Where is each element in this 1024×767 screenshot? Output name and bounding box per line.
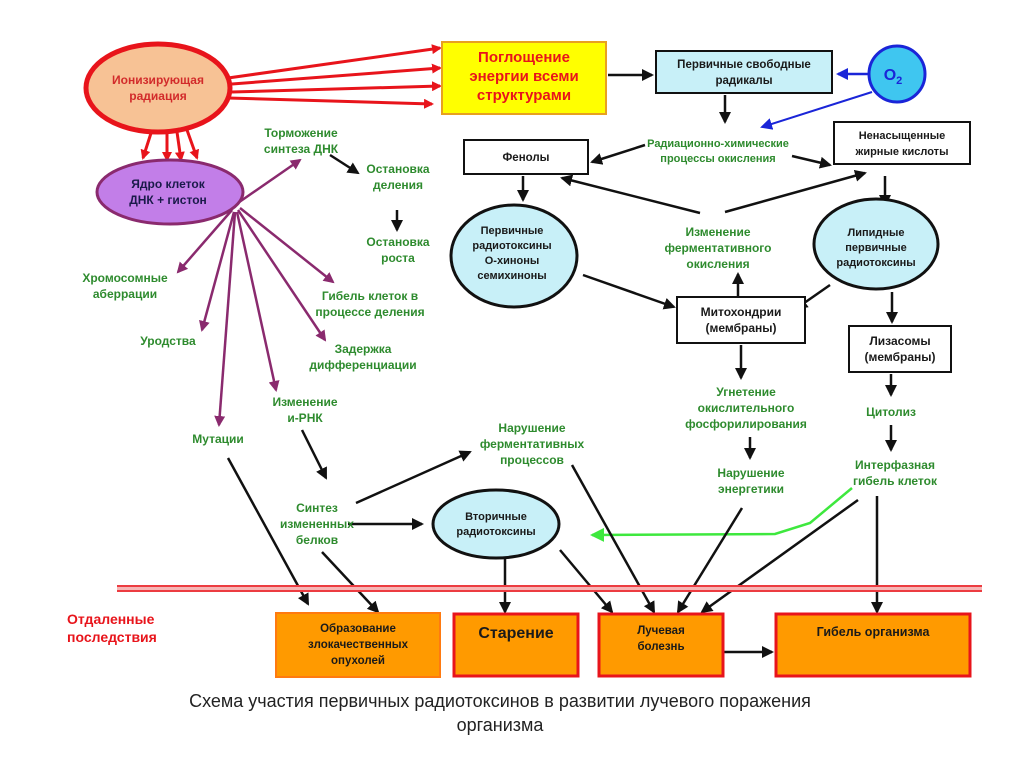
node-phenols — [463, 139, 589, 175]
arrow-radiation-to-nucleus-1 — [140, 129, 154, 160]
arrow-enzymatic-to-fatty-acids — [724, 169, 867, 214]
arrow-radiation-to-nucleus-3 — [174, 131, 185, 162]
arrow-enzymatic-to-phenols — [560, 174, 701, 215]
arrow-secondary-to-sickness — [559, 549, 614, 614]
arrow-nucleus-to-differentiation — [236, 209, 327, 342]
label-organism-death: Гибель организма — [817, 625, 931, 639]
node-radiation-sickness — [597, 612, 725, 678]
node-absorption — [441, 41, 607, 115]
arrow-radiation-to-absorption-2 — [231, 63, 442, 86]
arrow-interphase-to-secondary — [590, 487, 853, 542]
arrow-radiation-to-nucleus-4 — [185, 129, 200, 160]
arrow-nucleus-to-dna-inhibition — [234, 158, 302, 207]
arrow-oxidation-to-phenols — [590, 143, 646, 165]
arrow-energy-to-sickness — [676, 507, 744, 614]
diagram-caption: Схема участия первичных радиотоксинов в … — [189, 691, 811, 735]
node-organism-death — [774, 612, 972, 678]
node-aging — [452, 612, 580, 678]
arrow-nucleus-to-deformities — [199, 211, 236, 332]
label-oxygen: O2 — [884, 67, 903, 87]
arrow-mrna-to-synthesis — [300, 429, 328, 480]
connectors — [140, 44, 898, 658]
arrow-nucleus-to-cell-death — [239, 207, 335, 284]
node-primary-radiotoxins — [449, 203, 579, 309]
arrow-dna-to-division-stop — [329, 153, 360, 175]
arrow-mutations-to-tumors — [226, 457, 310, 606]
separator-line — [117, 585, 982, 592]
arrow-nucleus-to-chromosome — [176, 209, 233, 274]
node-unsaturated-fatty-acids — [833, 121, 971, 165]
node-cell-nucleus — [95, 158, 245, 226]
arrow-nucleus-to-mutations — [214, 211, 237, 427]
node-primary-radicals — [655, 50, 833, 94]
node-malignant-tumors — [275, 612, 441, 678]
node-lipid-radiotoxins — [812, 197, 940, 291]
arrow-oxidation-to-fatty-acids — [791, 154, 832, 169]
arrow-nucleus-to-mrna — [235, 211, 280, 392]
arrow-quinones-to-mitochondria — [582, 273, 676, 310]
arrow-radiation-to-absorption-1 — [227, 44, 442, 80]
arrow-radiation-to-absorption-4 — [227, 96, 434, 109]
node-secondary-radiotoxins — [431, 488, 561, 560]
node-ionizing-radiation — [83, 41, 233, 135]
node-oxygen — [867, 44, 927, 104]
arrow-interphase-to-sickness — [700, 498, 859, 614]
label-mutations: Мутации — [192, 432, 244, 446]
arrow-radiation-to-absorption-3 — [231, 81, 442, 94]
label-phenols: Фенолы — [502, 152, 549, 164]
node-mitochondria — [676, 296, 806, 344]
label-cytolysis: Цитолиз — [866, 405, 916, 419]
arrow-synthesis-to-tumors — [321, 551, 380, 614]
arrow-synthesis-to-enzymatic-disruption — [355, 450, 472, 505]
label-mitochondria: Митохондрии(мембраны) — [701, 305, 782, 335]
label-deformities: Уродства — [140, 334, 196, 348]
label-lysosomes: Лизасомы(мембраны) — [864, 334, 935, 364]
node-lysosomes — [848, 325, 952, 373]
label-aging: Старение — [478, 625, 553, 642]
arrow-oxygen-to-oxidation — [760, 91, 873, 130]
